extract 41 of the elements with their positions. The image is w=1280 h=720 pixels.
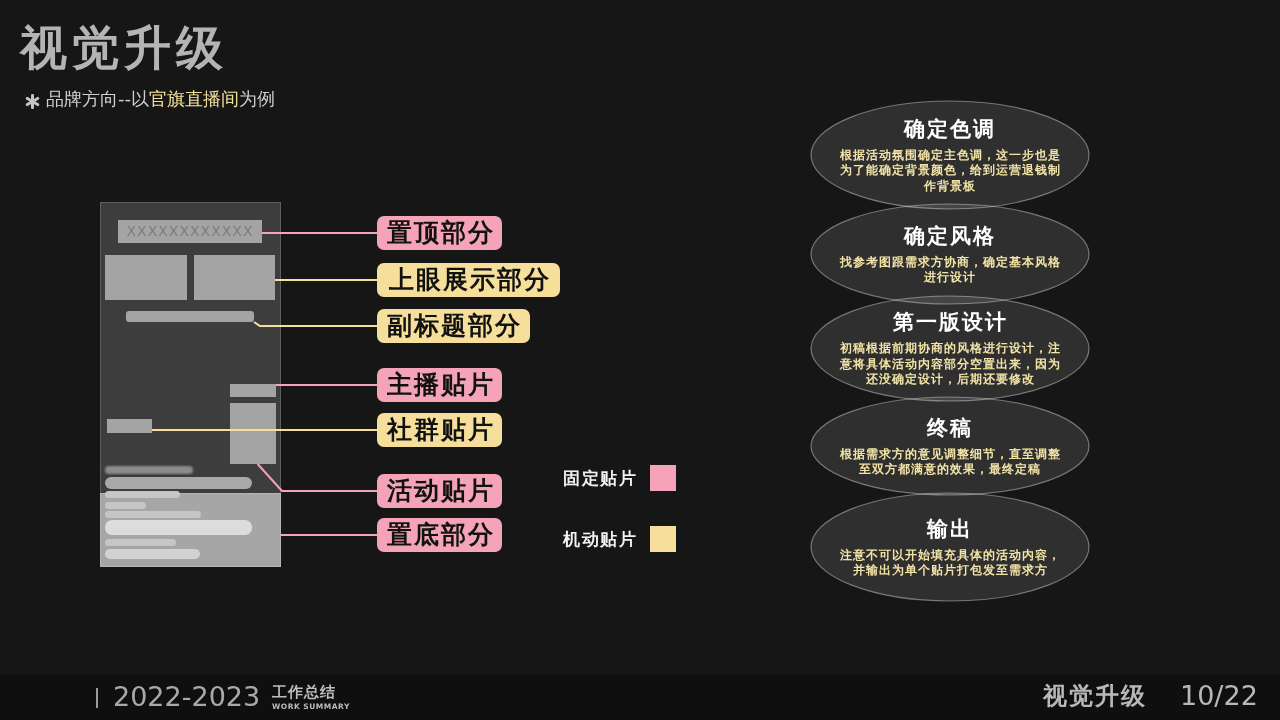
placeholder-block: [194, 255, 275, 300]
leader-line: [275, 384, 378, 386]
subtitle-text: 品牌方向--以官旗直播间为例: [46, 88, 275, 111]
placeholder-block: [107, 419, 152, 433]
step-ellipse: [810, 492, 1090, 602]
step-title: 终稿: [927, 414, 973, 441]
step-title: 确定色调: [904, 115, 996, 142]
placeholder-bar: [126, 311, 254, 322]
year-range-text: 2022-2023: [113, 680, 261, 714]
legend-label: 固定贴片: [563, 467, 637, 489]
legend-label: 机动贴片: [563, 528, 637, 550]
callout-tag: 置底部分: [377, 518, 502, 552]
leader-line: [256, 463, 378, 492]
callout-tag: 置顶部分: [377, 216, 502, 250]
leader-line: [274, 279, 378, 281]
step-description: 初稿根据前期协商的风格进行设计，注意将具体活动内容部分空置出来，因为还没确定设计，后期还要修改: [838, 341, 1062, 388]
step-title: 确定风格: [904, 222, 996, 249]
step-title: 输出: [927, 515, 973, 542]
phone-mockup: [100, 202, 281, 567]
step-description: 找参考图跟需求方协商，确定基本风格进行设计: [838, 254, 1062, 286]
leader-line: [151, 429, 378, 431]
leader-line: [280, 534, 378, 536]
callout-tag: 副标题部分: [377, 309, 530, 343]
step-description: 根据需求方的意见调整细节，直至调整至双方都满意的效果，最终定稿: [838, 446, 1062, 478]
step-ellipse: [810, 396, 1090, 496]
leader-line: [261, 232, 378, 234]
leader-line: [253, 321, 378, 327]
placeholder-block: [230, 403, 276, 464]
footer-title-text: 工作总结: [272, 683, 336, 702]
callout-tag: 主播贴片: [377, 368, 502, 402]
page-title: 视觉升级: [20, 19, 228, 77]
step-description: 注意不可以开始填充具体的活动内容，并输出为单个贴片打包发至需求方: [838, 547, 1062, 579]
step-ellipse: [810, 295, 1090, 402]
placeholder-block: [230, 384, 276, 397]
section-name-text: 视觉升级: [1043, 681, 1147, 711]
step-title: 第一版设计: [892, 309, 1008, 336]
callout-tag: 活动贴片: [377, 474, 502, 508]
callout-tag: 社群贴片: [377, 413, 502, 447]
page-number-text: 10/22: [1180, 679, 1258, 713]
callout-tag: 上眼展示部分: [377, 263, 560, 297]
step-description: 根据活动氛围确定主色调，这一步也是为了能确定背景颜色，给到运营退钱制作背景板: [838, 147, 1062, 195]
